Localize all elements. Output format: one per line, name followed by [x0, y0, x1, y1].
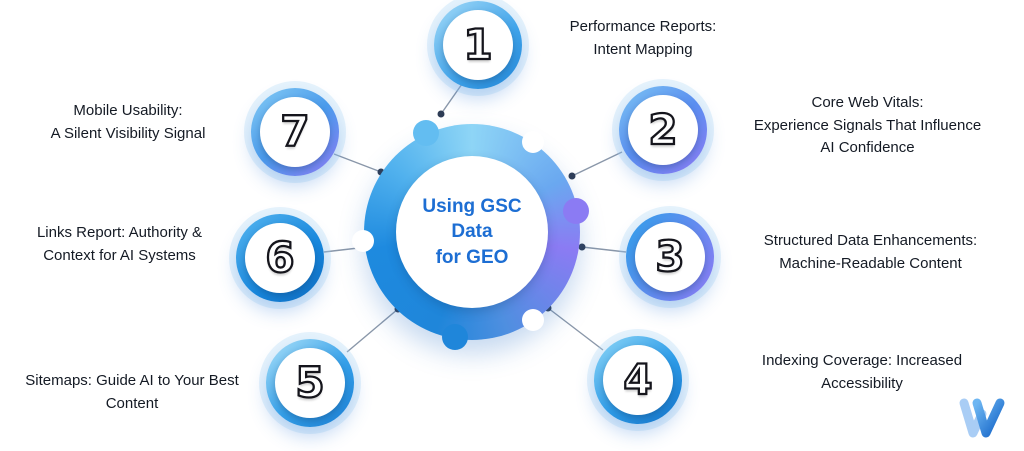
node-4-number: 4 — [622, 355, 654, 404]
node-5-label: Sitemaps: Guide AI to Your Best Content — [25, 372, 239, 412]
node-2: 2 — [619, 86, 707, 174]
node-3-circle: 3 — [635, 222, 705, 292]
center-title: Using GSC Data for GEO — [422, 196, 522, 268]
puzzle-notch-icon — [352, 230, 374, 252]
node-2-label: Core Web Vitals: Experience Signals That… — [753, 94, 982, 156]
w-ribbon-logo-icon — [956, 396, 1008, 440]
node-1: 1 — [434, 1, 522, 89]
center-hub: Using GSC Data for GEO — [352, 120, 589, 350]
node-3: 3 — [626, 213, 714, 301]
node-5-circle: 5 — [275, 348, 345, 418]
node-1-number: 1 — [462, 20, 494, 69]
node-4-circle: 4 — [603, 345, 673, 415]
node-6-label: Links Report: Authority & Context for AI… — [36, 224, 203, 264]
center-circle: Using GSC Data for GEO — [396, 156, 548, 308]
node-6-circle: 6 — [245, 223, 315, 293]
node-1-label: Performance Reports: Intent Mapping — [569, 18, 717, 58]
node-2-circle: 2 — [628, 95, 698, 165]
node-4: 4 — [594, 336, 682, 424]
node-3-label: Structured Data Enhancements: Machine-Re… — [763, 232, 978, 272]
puzzle-notch-icon — [522, 309, 544, 331]
node-5-number: 5 — [294, 358, 326, 407]
puzzle-tab-icon — [442, 324, 468, 350]
node-5: 5 — [266, 339, 354, 427]
puzzle-tab-icon — [413, 120, 439, 146]
node-7-number: 7 — [279, 107, 311, 156]
node-3-number: 3 — [654, 232, 686, 281]
node-2-number: 2 — [647, 105, 679, 154]
puzzle-tab-icon — [563, 198, 589, 224]
puzzle-notch-icon — [522, 131, 544, 153]
node-4-label: Indexing Coverage: Increased Accessibili… — [761, 352, 963, 392]
node-6: 6 — [236, 214, 324, 302]
node-6-number: 6 — [264, 233, 296, 282]
node-1-circle: 1 — [443, 10, 513, 80]
node-7-label: Mobile Usability: A Silent Visibility Si… — [50, 102, 206, 142]
node-7: 7 — [251, 88, 339, 176]
node-7-circle: 7 — [260, 97, 330, 167]
